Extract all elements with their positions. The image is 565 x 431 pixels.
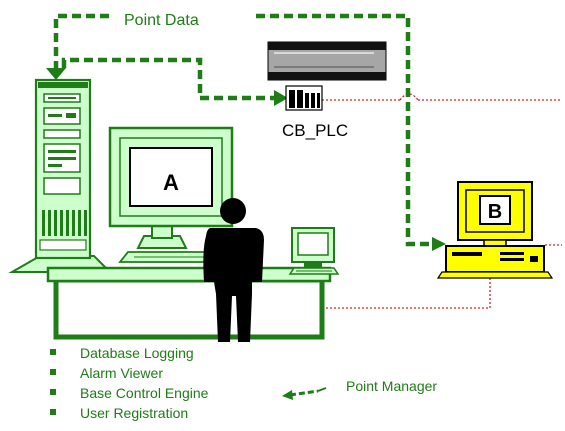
server-drive-bay (43, 177, 81, 195)
point-data-outer-path (53, 13, 434, 247)
point-data-label: Point Data (124, 12, 199, 29)
desktop-pc-icon (436, 181, 554, 279)
person-head (220, 198, 246, 224)
keyboard-a (118, 251, 220, 263)
workstation-b-label: B (488, 201, 502, 223)
server-arrowhead (46, 68, 66, 80)
monitor-a-screen (129, 147, 213, 207)
server-vent (42, 210, 87, 236)
person-body (203, 228, 264, 342)
feature-item: User Registration (50, 405, 188, 421)
point-manager-label: Point Manager (346, 378, 437, 394)
plc-device-icon (267, 41, 387, 111)
feature-item: Database Logging (50, 345, 194, 361)
desk-network-line (322, 267, 520, 309)
pc-b-base (445, 245, 545, 273)
monitor-a-bezel (119, 137, 223, 217)
plc-arrowhead (274, 90, 288, 106)
point-data-inner-path (61, 57, 278, 101)
plc-top-band (268, 42, 386, 50)
flow-arrowheads (46, 68, 446, 251)
feature-label: User Registration (80, 405, 188, 421)
plc-network-hop (399, 93, 419, 101)
feature-bullet (50, 409, 56, 415)
feature-bullet (50, 349, 56, 355)
feature-bullet (50, 369, 56, 375)
server-drive-bay (43, 129, 81, 139)
desk-frame (53, 277, 325, 340)
feature-label: Alarm Viewer (80, 365, 163, 381)
feature-list: Database Logging Alarm Viewer Base Contr… (50, 345, 209, 421)
server-tower-icon (8, 78, 113, 273)
feature-bullet (50, 389, 56, 395)
feature-item: Alarm Viewer (50, 365, 163, 381)
network-links (322, 93, 562, 309)
plc-label: CB_PLC (282, 121, 348, 140)
plc-bottom-band (268, 72, 386, 80)
point-data-flow (53, 13, 434, 247)
feature-label: Base Control Engine (80, 385, 209, 401)
feature-item: Base Control Engine (50, 385, 209, 401)
crt-monitor-icon (108, 126, 234, 249)
desk (46, 266, 332, 340)
point-manager-arrow-icon (282, 387, 327, 400)
feature-label: Database Logging (80, 345, 194, 361)
workstation-a-label: A (163, 170, 179, 195)
person-silhouette-icon (203, 198, 264, 342)
small-terminal-icon (288, 227, 340, 275)
desk-top (46, 266, 332, 283)
pc-b-arrowhead (432, 237, 446, 251)
point-manager-legend: Point Manager (282, 378, 437, 400)
